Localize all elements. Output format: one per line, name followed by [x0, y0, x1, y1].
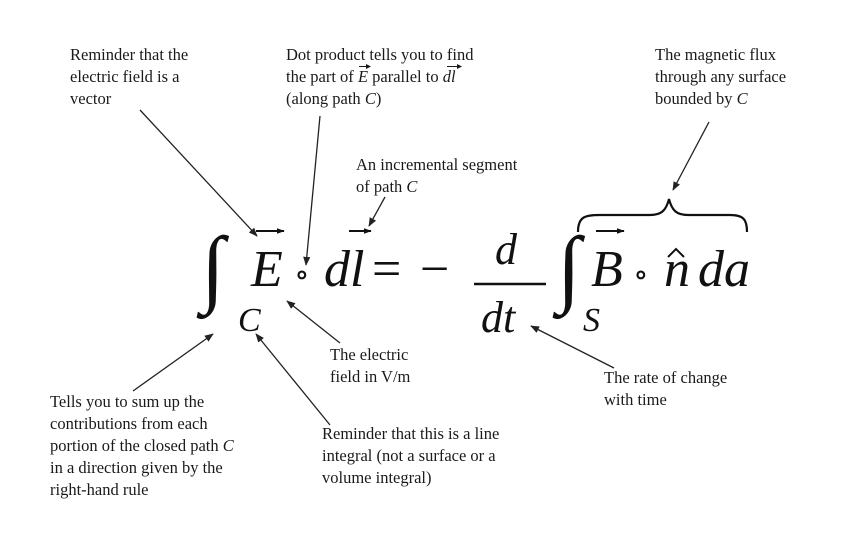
symbol-b: B — [591, 241, 623, 298]
inline-vector-arrow — [358, 64, 371, 69]
annotation-line: The electric — [330, 345, 409, 364]
annotation-line: vector — [70, 89, 112, 108]
annotation-text: Tells you to sum up the — [50, 392, 205, 411]
annotation-text: in a direction given by the — [50, 458, 223, 477]
annotation-line: the part of E parallel to dl — [286, 64, 473, 88]
note-magnetic-flux: The magnetic flux through any surface boun… — [655, 44, 786, 110]
arrow-segment-note — [368, 196, 386, 227]
equals-sign: = — [372, 241, 402, 298]
arrow-rate-note — [530, 325, 615, 369]
line-integral-sign: ∫ — [201, 219, 225, 315]
derivative-numerator-d: d — [495, 225, 517, 274]
annotation-italic: C — [222, 436, 234, 455]
annotation-italic: C — [406, 177, 418, 196]
annotation-italic: C — [364, 89, 376, 108]
symbol-n-hat: n — [664, 241, 690, 298]
note-line-integral: Reminder that this is a line integral (no… — [322, 423, 499, 489]
arrow-vector-note — [139, 109, 258, 237]
annotation-line: right-hand rule — [50, 479, 234, 501]
annotation-line: contributions from each — [50, 413, 234, 435]
arrow-electric-field-note — [286, 300, 341, 344]
dot-operator-2: ∘ — [633, 256, 649, 292]
arrow-line-integral-note — [255, 333, 331, 426]
annotation-text: (along path — [286, 89, 365, 108]
annotation-line: of path C — [356, 176, 517, 198]
hat-n — [667, 247, 685, 258]
annotation-line: through any surface — [655, 66, 786, 88]
annotation-line: field in V/m — [330, 367, 411, 386]
inline-vector-arrow — [446, 64, 462, 69]
symbol-dl: dl — [324, 241, 365, 298]
note-electric-field: The electric field in V/m — [330, 344, 410, 388]
annotation-line: bounded by C — [655, 88, 786, 110]
annotation-line: electric field is a — [70, 67, 180, 86]
surface-integral-sign: ∫ — [557, 219, 581, 315]
annotation-text: bounded by — [655, 89, 737, 108]
note-sum-up: Tells you to sum up the contributions fro… — [50, 391, 234, 501]
annotation-text: the part of — [286, 67, 358, 86]
annotation-line: (along path C) — [286, 88, 473, 110]
inline-vector-symbol: E — [358, 64, 371, 88]
surface-integral-subscript-s: S — [583, 302, 600, 339]
note-rate-of-change: The rate of change with time — [604, 367, 727, 411]
annotation-text: of path — [356, 177, 407, 196]
minus-sign: − — [420, 241, 450, 298]
annotation-line: with time — [604, 390, 667, 409]
annotation-line: Dot product tells you to find — [286, 44, 473, 66]
arrow-dot-product-note — [303, 115, 321, 266]
annotation-line: volume integral) — [322, 468, 432, 487]
annotation-text: portion of the closed path — [50, 436, 223, 455]
symbol-da: da — [698, 241, 750, 298]
annotation-italic: C — [736, 89, 748, 108]
note-segment: An incremental segment of path C — [356, 154, 517, 198]
symbol-e: E — [251, 241, 283, 298]
annotation-line: portion of the closed path C — [50, 435, 234, 457]
line-integral-subscript-c: C — [238, 302, 261, 339]
inline-vector-symbol: dl — [443, 64, 462, 88]
annotation-line: integral (not a surface or a — [322, 446, 496, 465]
arrow-flux-note — [672, 121, 710, 191]
annotation-text: parallel to — [368, 67, 443, 86]
annotation-line: An incremental segment — [356, 154, 517, 176]
annotation-line: in a direction given by the — [50, 457, 234, 479]
annotation-line: The rate of change — [604, 368, 728, 387]
dot-operator-1: ∘ — [294, 256, 310, 292]
flux-brace — [576, 198, 749, 233]
derivative-denominator-dt: dt — [481, 293, 516, 342]
annotation-line: Reminder that the — [70, 45, 189, 64]
arrow-sum-note — [132, 333, 214, 392]
annotation-line: The magnetic flux — [655, 44, 786, 66]
annotation-line: Reminder that this is a line — [322, 424, 500, 443]
annotation-text: contributions from each — [50, 414, 208, 433]
annotation-text: An incremental segment — [356, 155, 518, 174]
annotation-text: through any surface — [655, 67, 787, 86]
annotation-text: ) — [375, 89, 382, 108]
annotation-text: The magnetic flux — [655, 45, 776, 64]
annotation-text: right-hand rule — [50, 480, 149, 499]
annotation-line: Tells you to sum up the — [50, 391, 234, 413]
note-vector: Reminder that the electric field is a vect… — [70, 44, 188, 110]
annotation-text: Dot product tells you to find — [286, 45, 474, 64]
